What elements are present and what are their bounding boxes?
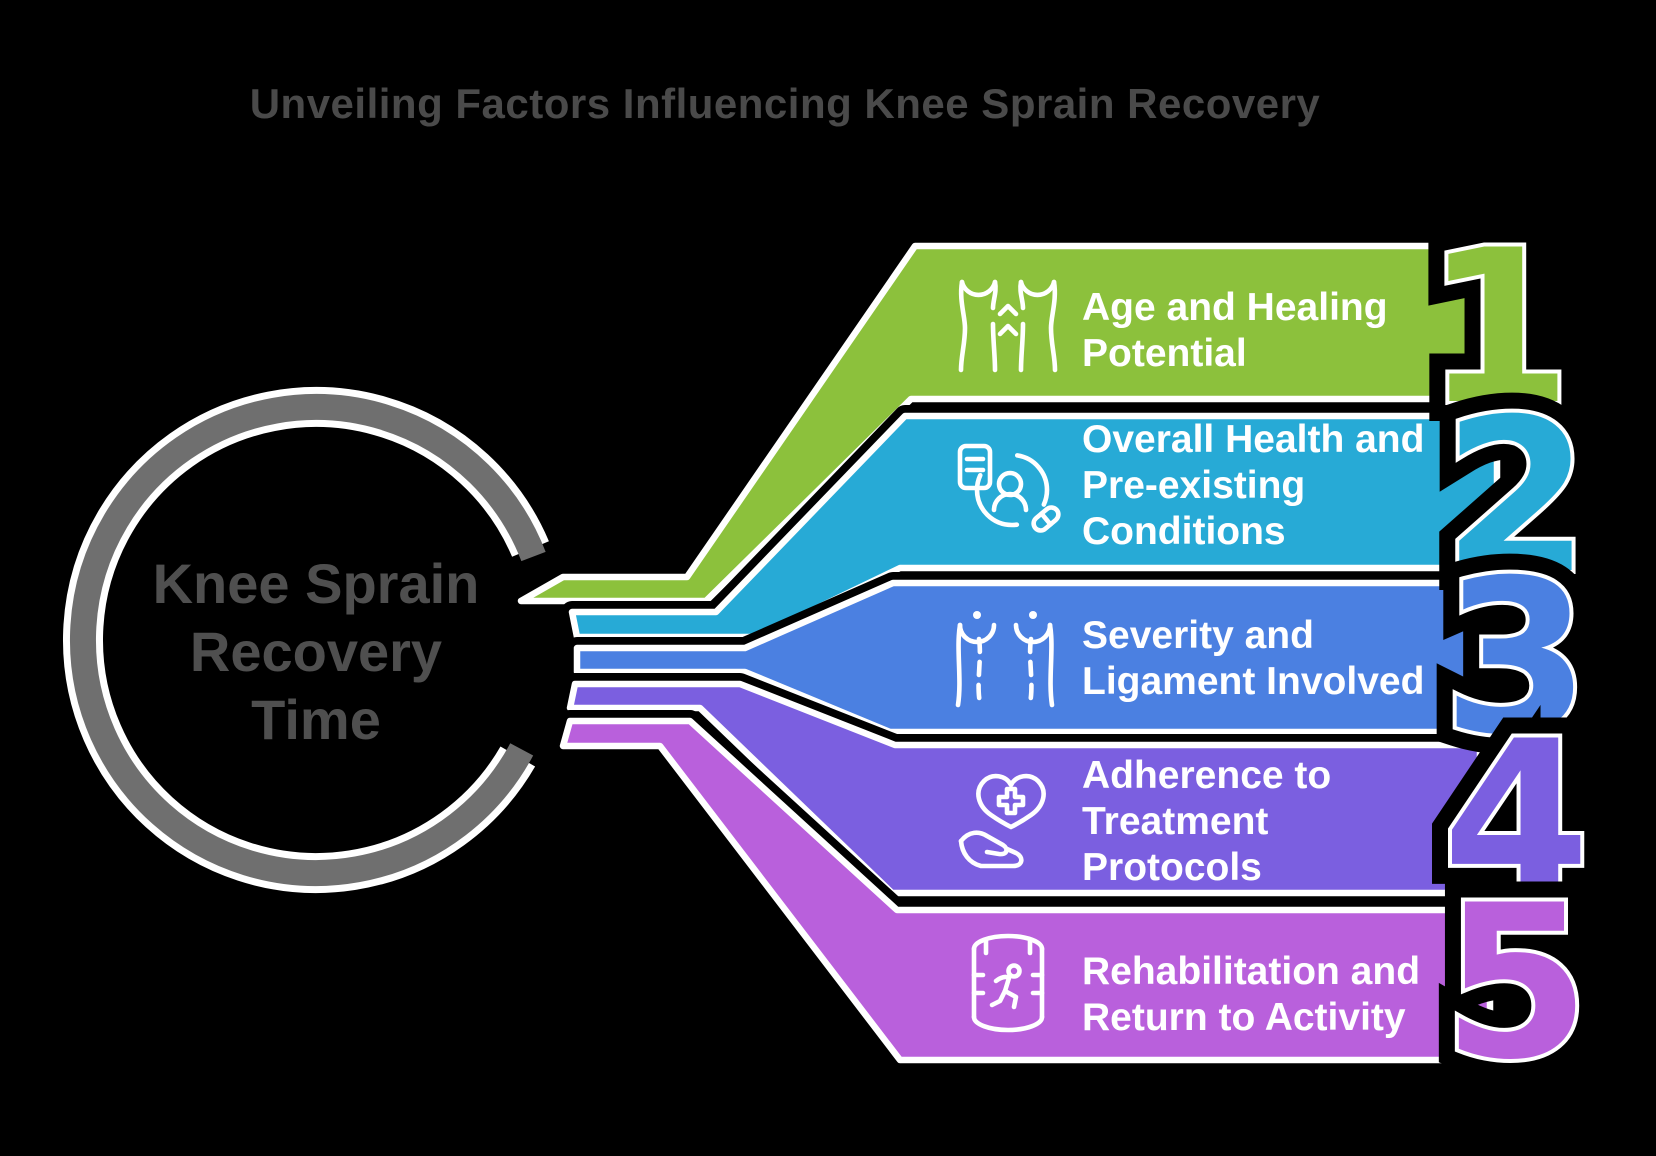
factor-4-number: 4 [1442,695,1590,942]
factor-1-number: 1 [1424,204,1572,451]
factor-4-number-halo: 4 [1442,695,1590,942]
factor-3-number: 3 [1442,534,1590,781]
factor-ribbon-4-shape [566,680,1484,897]
knee-joint-icon [958,279,1058,373]
factor-1-number-halo: 1 [1424,204,1572,451]
care-hand-heart-icon [958,773,1046,869]
factor-4-label-line-1: Adherence to [1082,754,1331,797]
medical-record-icon [957,443,1061,533]
factor-3-label-line-1: Severity and [1082,614,1314,657]
factor-3-label-line-2: Ligament Involved [1082,660,1424,703]
center-label-line-1: Knee Sprain [153,552,480,615]
factor-5-label: Rehabilitation and Return to Activity [1082,950,1420,1039]
knee-brace-runner-icon [971,933,1045,1033]
factor-ribbon-5-shape [559,717,1494,1064]
knee-ligament-icon [955,611,1055,708]
factor-4-label: Adherence to Treatment Protocols [1082,754,1331,889]
factor-4-label-line-3: Protocols [1082,846,1262,889]
factor-3-number-halo: 3 [1442,534,1590,781]
factor-2-label-line-1: Overall Health and [1082,418,1424,461]
factor-ribbon-3 [566,572,1483,743]
center-label-line-3: Time [251,688,381,751]
center-ring-gray-arc [69,394,546,886]
center-label: Knee Sprain Recovery Time [153,552,480,751]
factor-1-label-line-2: Potential [1082,332,1247,375]
factor-2-label-line-2: Pre-existing [1082,464,1305,507]
factor-2-label: Overall Health and Pre-existing Conditio… [1082,418,1424,553]
factor-4-label-line-2: Treatment [1082,800,1268,843]
center-label-line-2: Recovery [190,620,442,683]
factor-2-number: 2 [1442,373,1590,620]
factor-3-label: Severity and Ligament Involved [1082,614,1424,703]
factor-2-number-halo: 2 [1442,373,1590,620]
center-ring [63,387,549,893]
factor-5-number: 5 [1442,859,1590,1106]
factor-ribbon-3-shape [573,579,1476,736]
factor-ribbon-4 [559,673,1491,904]
factor-1-label: Age and Healing Potential [1082,286,1388,375]
factor-5-number-halo: 5 [1442,859,1590,1106]
factor-5-label-line-1: Rehabilitation and [1082,950,1420,993]
factor-numbers: 1 1 2 2 3 3 4 4 5 5 [1404,184,1610,1126]
factor-5-label-line-2: Return to Activity [1082,996,1406,1039]
band-labels: Age and Healing Potential Overall Health… [1082,286,1424,1039]
factor-1-label-line-1: Age and Healing [1082,286,1388,329]
page-title: Unveiling Factors Influencing Knee Sprai… [250,80,1321,127]
factor-ribbon-5 [552,710,1501,1071]
factor-2-label-line-3: Conditions [1082,510,1286,553]
